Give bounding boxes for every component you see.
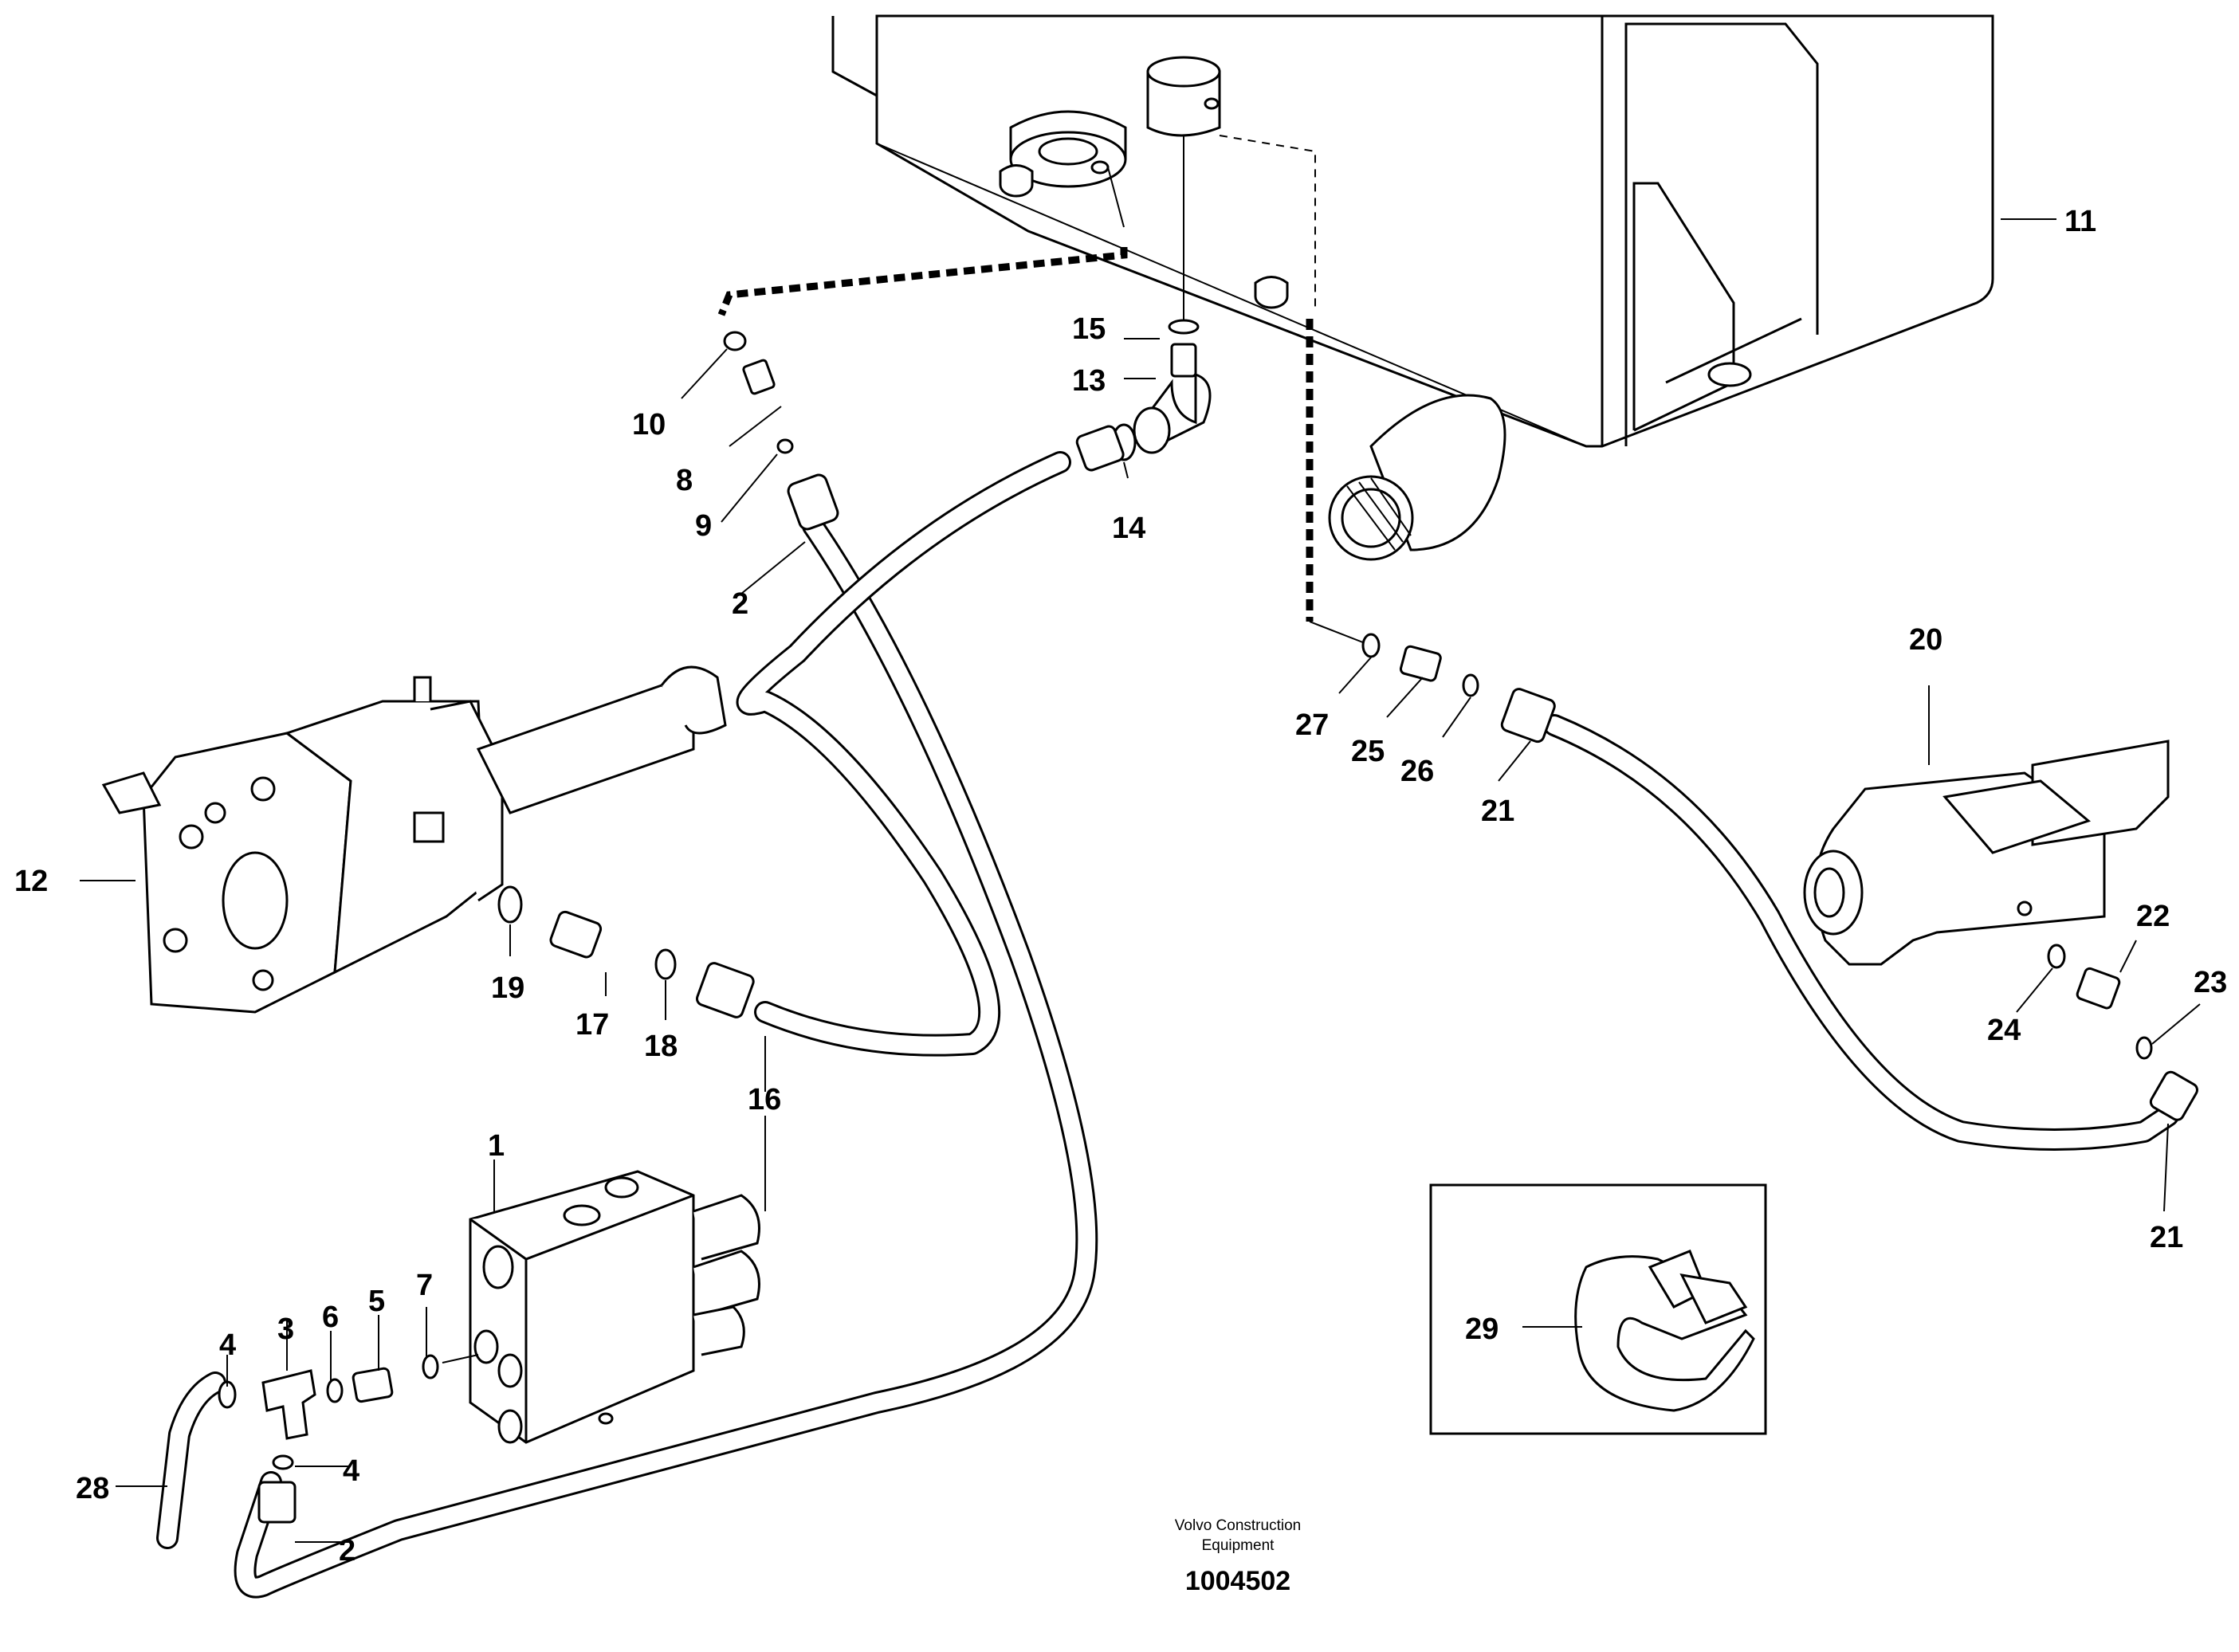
hose-clamp-inset <box>1429 1183 1767 1435</box>
callout-2-lower: 2 <box>339 1534 355 1568</box>
callout-4-lower: 4 <box>343 1454 359 1488</box>
callout-27: 27 <box>1295 708 1329 742</box>
leader-lines <box>80 218 2201 1543</box>
hoses <box>156 451 2179 1599</box>
callout-2-upper: 2 <box>732 587 748 621</box>
callout-21-lower: 21 <box>2150 1221 2183 1254</box>
callout-19: 19 <box>491 971 524 1005</box>
hydraulic-pump <box>101 665 727 1014</box>
callout-10: 10 <box>632 408 666 441</box>
callout-25: 25 <box>1351 735 1385 768</box>
callout-labels: 1 2 2 3 4 4 5 6 7 8 9 10 11 12 13 14 15 … <box>14 205 2227 1568</box>
callout-13: 13 <box>1072 364 1106 398</box>
control-valve <box>469 1170 760 1444</box>
callout-9: 9 <box>695 509 712 543</box>
callout-16: 16 <box>748 1083 781 1116</box>
callout-8: 8 <box>676 464 693 497</box>
callout-18: 18 <box>644 1030 678 1063</box>
callout-24: 24 <box>1987 1014 2021 1047</box>
callout-12: 12 <box>14 865 48 898</box>
brand-line-2: Equipment <box>1202 1537 1275 1554</box>
drawing-number: 1004502 <box>1185 1566 1290 1596</box>
fittings <box>218 319 2198 1524</box>
callout-21-upper: 21 <box>1481 795 1514 828</box>
brake-pump <box>1803 740 2170 966</box>
callout-14: 14 <box>1112 512 1145 545</box>
brand-line-1: Volvo Construction <box>1175 1517 1301 1534</box>
footer: Volvo Construction Equipment 1004502 <box>1175 1517 1301 1596</box>
callout-29: 29 <box>1465 1313 1499 1346</box>
callout-11: 11 <box>2064 205 2096 238</box>
callout-23: 23 <box>2194 966 2227 999</box>
callout-17: 17 <box>575 1008 609 1042</box>
callout-28: 28 <box>76 1472 109 1505</box>
dashed-connection-1 <box>717 247 1128 316</box>
hydraulic-tank <box>831 14 1994 561</box>
callout-7: 7 <box>416 1269 433 1302</box>
callout-3: 3 <box>277 1313 294 1346</box>
callout-15: 15 <box>1072 312 1106 346</box>
callout-22: 22 <box>2136 900 2170 933</box>
callout-1: 1 <box>488 1129 505 1163</box>
callout-26: 26 <box>1400 755 1434 788</box>
callout-5: 5 <box>368 1285 385 1318</box>
callout-6: 6 <box>322 1301 339 1334</box>
callout-20: 20 <box>1909 623 1942 657</box>
callout-4-left: 4 <box>219 1328 236 1362</box>
